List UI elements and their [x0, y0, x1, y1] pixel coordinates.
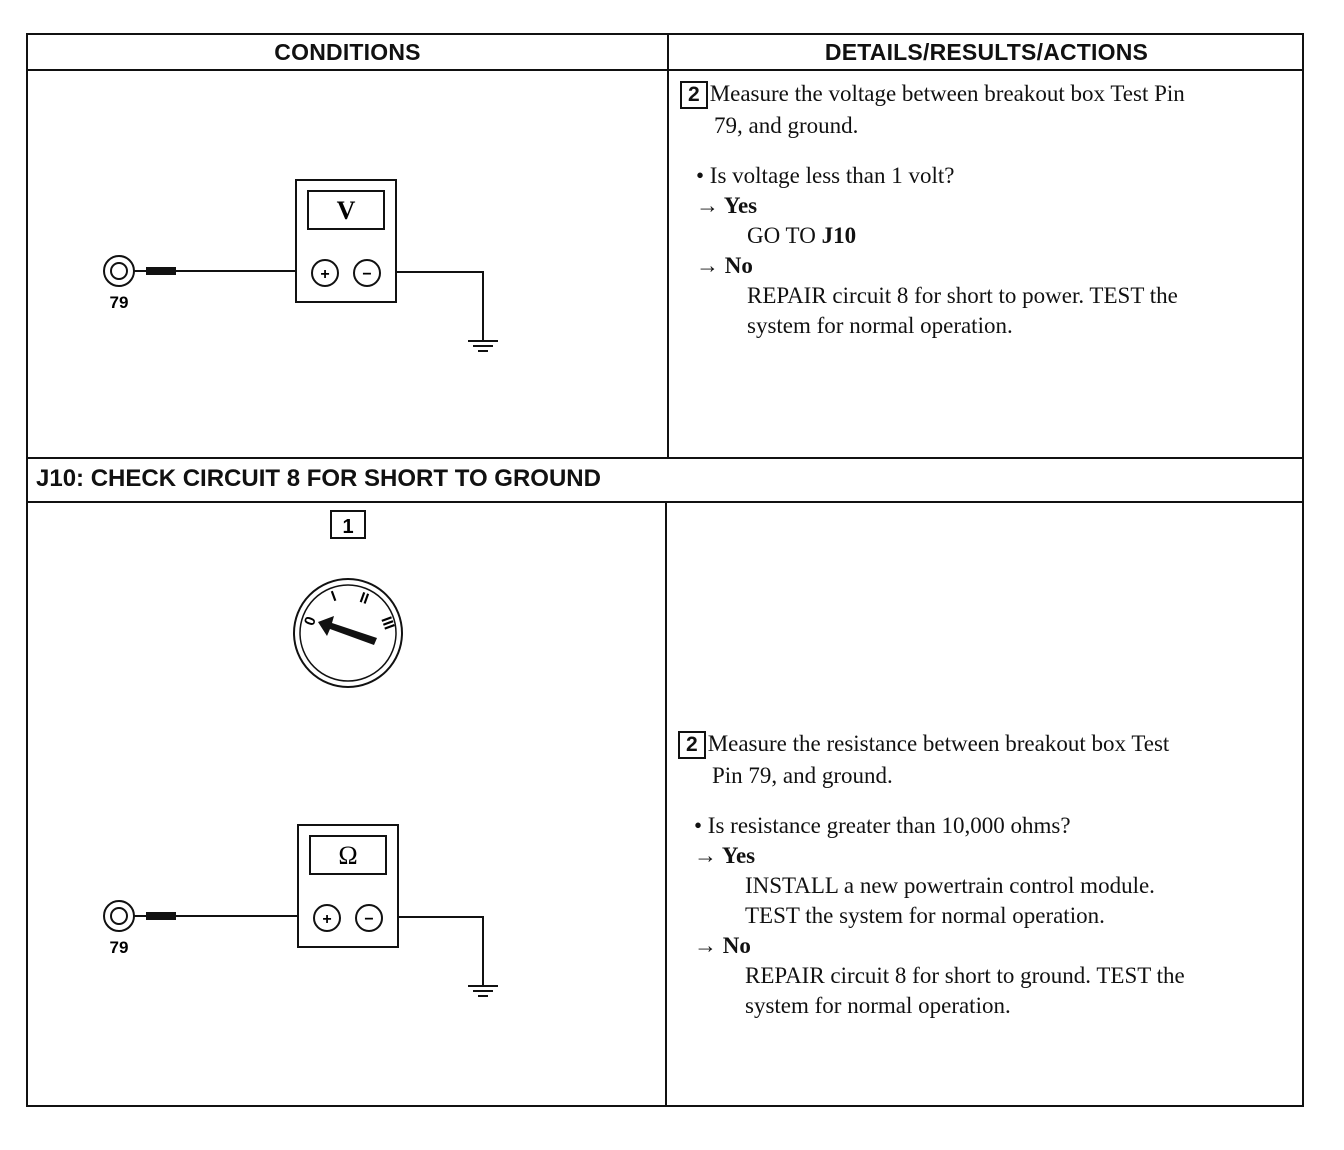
no-action-line1: REPAIR circuit 8 for short to power. TES… [747, 283, 1178, 308]
minus-terminal [353, 259, 381, 287]
ignition-switch-inner [299, 584, 397, 682]
minus-terminal [355, 904, 383, 932]
plus-terminal [311, 259, 339, 287]
ground-wire [396, 271, 484, 340]
position-1-label: I [329, 588, 339, 605]
test-pin-connector [103, 255, 135, 287]
position-2-label: II [357, 589, 371, 608]
no-action-line2: system for normal operation. [745, 993, 1011, 1018]
meter-display [309, 835, 387, 875]
plus-sign: + [322, 911, 331, 928]
minus-sign: − [362, 266, 371, 283]
test-pin-inner [110, 262, 128, 280]
meter-display [307, 190, 385, 230]
section-title-j10: J10: CHECK CIRCUIT 8 FOR SHORT TO GROUND [36, 465, 601, 492]
question-text: • Is resistance greater than 10,000 ohms… [694, 813, 1071, 838]
multimeter-body [295, 179, 397, 303]
yes-action-line1: INSTALL a new powertrain control module. [745, 873, 1155, 898]
ignition-switch-diagram: 1 0 I II III [293, 510, 403, 688]
yes-label: → Yes [694, 843, 756, 868]
no-label: → No [696, 253, 753, 278]
step-1-box [330, 510, 366, 539]
ohm-symbol: Ω [338, 841, 357, 870]
plus-terminal [313, 904, 341, 932]
test-pin-connector [103, 900, 135, 932]
goto-target: J10 [821, 223, 857, 248]
no-action-line2: system for normal operation. [747, 313, 1013, 338]
step-1-number: 1 [342, 516, 353, 538]
conditions-header: CONDITIONS [28, 35, 669, 71]
procedure-table: CONDITIONS DETAILS/RESULTS/ACTIONS J10: … [26, 33, 1304, 1107]
no-action-line1: REPAIR circuit 8 for short to ground. TE… [745, 963, 1185, 988]
voltmeter-diagram: 79 V + − [103, 179, 498, 352]
multimeter-body [297, 824, 399, 948]
yes-action-line2: TEST the system for normal operation. [745, 903, 1105, 928]
no-label: → No [694, 933, 751, 958]
yes-action: GO TO J10 [747, 223, 857, 248]
position-3-label: III [377, 614, 397, 632]
probe-tip [146, 267, 176, 275]
column-divider-bottom [665, 503, 667, 1107]
section-divider-bottom [28, 501, 1304, 503]
key-pointer-arrow [318, 616, 377, 645]
ground-wire [398, 916, 484, 985]
instruction-continuation: 79, and ground. [714, 113, 859, 138]
yes-label: → Yes [696, 193, 758, 218]
minus-sign: − [364, 911, 373, 928]
question-text: • Is voltage less than 1 volt? [696, 163, 955, 188]
step-number-box: 2 [680, 81, 708, 109]
pin-label: 79 [110, 938, 129, 957]
ohmmeter-diagram: 79 Ω + − [103, 824, 498, 997]
pin-label: 79 [110, 293, 129, 312]
position-0-label: 0 [301, 614, 320, 628]
probe-tip [146, 912, 176, 920]
ignition-switch-outer [293, 578, 403, 688]
details-header: DETAILS/RESULTS/ACTIONS [669, 35, 1304, 71]
plus-sign: + [320, 266, 329, 283]
volt-symbol: V [337, 196, 356, 225]
step-number-box: 2 [678, 731, 706, 759]
test-pin-inner [110, 907, 128, 925]
instruction-continuation: Pin 79, and ground. [712, 763, 893, 788]
section-divider-top [28, 457, 1304, 459]
column-divider-top [667, 71, 669, 457]
